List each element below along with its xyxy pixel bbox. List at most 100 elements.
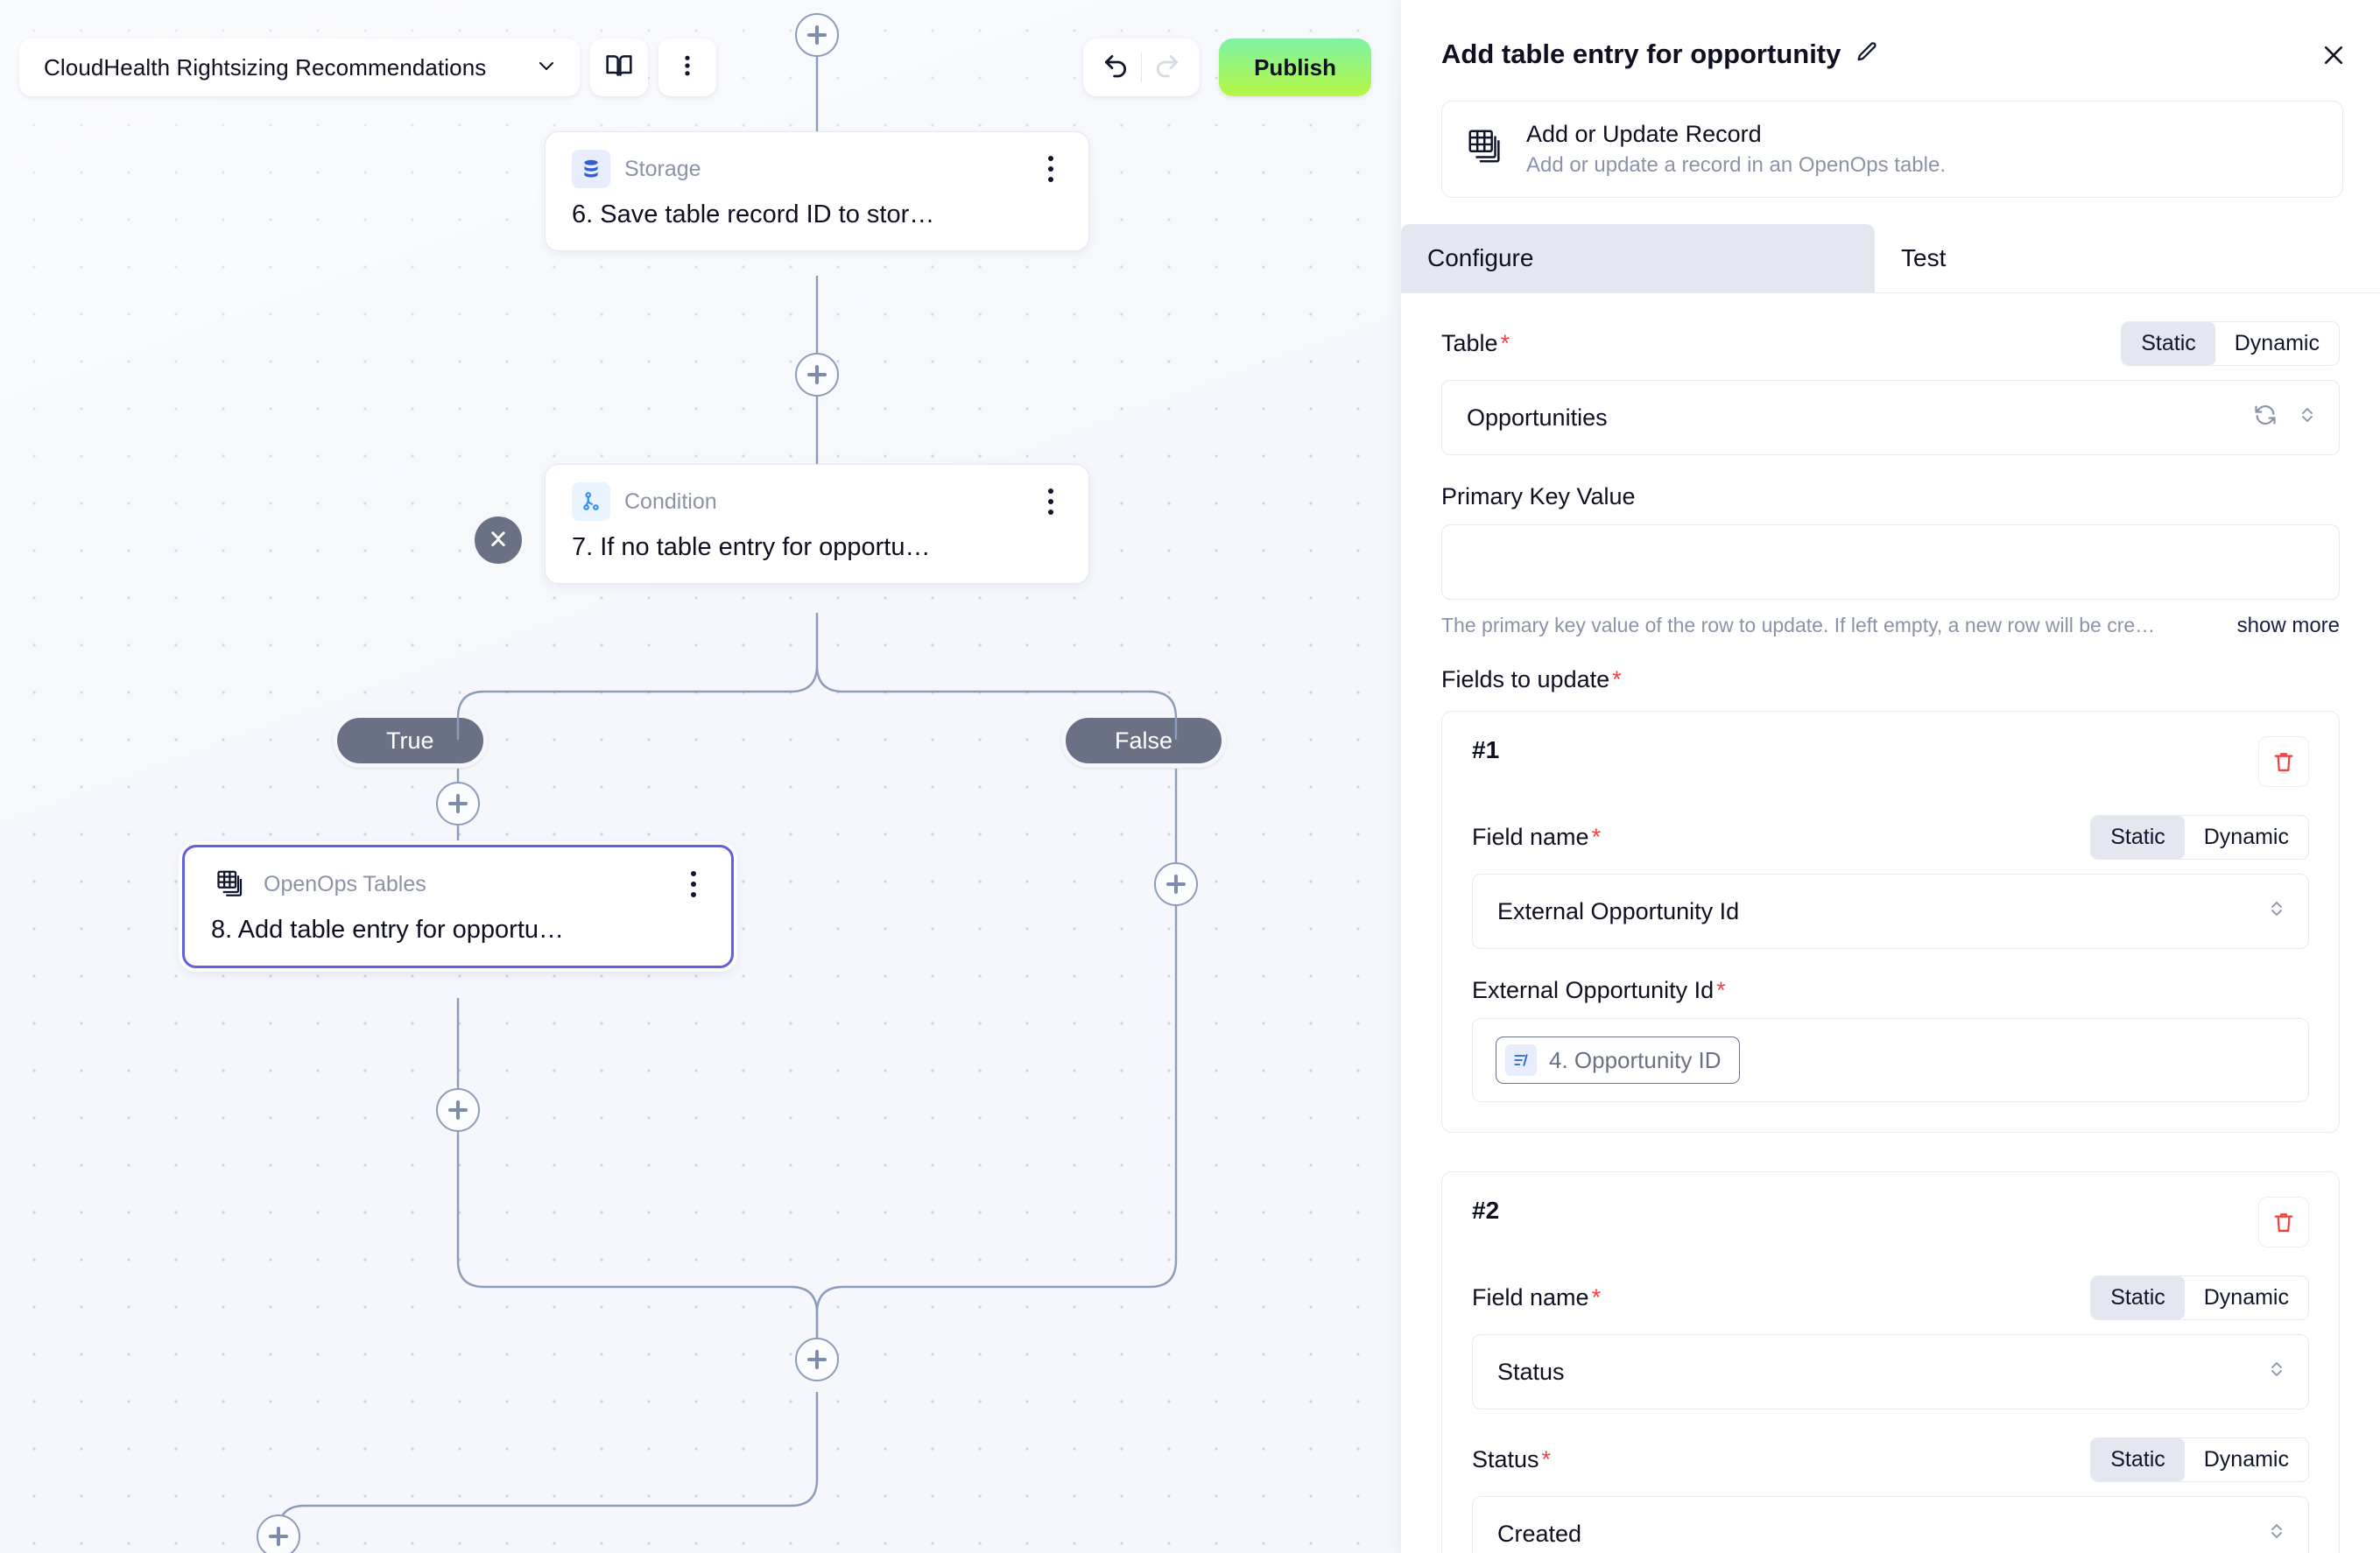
tab-configure[interactable]: Configure <box>1401 224 1875 292</box>
field-name-mode-static[interactable]: Static <box>2091 1276 2185 1319</box>
flow-node-storage[interactable]: Storage 6. Save table record ID to stor… <box>545 131 1089 251</box>
branch-label-true[interactable]: True <box>333 713 488 768</box>
pencil-icon[interactable] <box>1855 40 1879 69</box>
field-value-mode-dynamic[interactable]: Dynamic <box>2203 1447 2289 1472</box>
field-item-body: Field name* Static Dynamic External Oppo… <box>1472 815 2309 1102</box>
field-value-select[interactable]: Created <box>1472 1496 2309 1553</box>
canvas-toolbar-left: CloudHealth Rightsizing Recommendations <box>19 39 716 96</box>
field-item-card: #1 Field name* Static Dynamic Extern <box>1441 711 2340 1133</box>
panel-title-wrap: Add table entry for opportunity <box>1441 39 1879 70</box>
table-select[interactable]: Opportunities <box>1441 380 2340 455</box>
panel-body: Table* Static Dynamic Opportunities <box>1401 293 2380 1553</box>
primary-key-helper-text: The primary key value of the row to upda… <box>1441 614 2156 636</box>
collapse-branch-button[interactable] <box>475 516 522 564</box>
tab-test[interactable]: Test <box>1901 244 1947 271</box>
add-step-button[interactable] <box>1154 862 1198 906</box>
piece-name: Add or Update Record <box>1526 121 1762 147</box>
step-settings-panel: Add table entry for opportunity Add or <box>1401 0 2380 1553</box>
node-menu-button[interactable] <box>1036 156 1066 182</box>
field-name-select[interactable]: Status <box>1472 1334 2309 1409</box>
field-value-label: Status* <box>1472 1446 1552 1472</box>
fields-to-update-label: Fields to update* <box>1441 666 1622 692</box>
field-name-value: Status <box>1497 1358 1565 1385</box>
flow-node-openops-tables[interactable]: OpenOps Tables 8. Add table entry for op… <box>182 845 734 968</box>
table-mode-static[interactable]: Static <box>2122 322 2215 365</box>
node-menu-button[interactable] <box>1036 488 1066 515</box>
field-name-mode-dynamic[interactable]: Dynamic <box>2203 1285 2289 1310</box>
canvas-toolbar-right: Publish <box>1082 39 1371 96</box>
undo-button[interactable] <box>1090 39 1141 96</box>
table-select-value: Opportunities <box>1467 404 1608 431</box>
data-reference-token[interactable]: 4. Opportunity ID <box>1496 1037 1740 1084</box>
redo-icon <box>1153 52 1181 84</box>
chevron-updown-icon[interactable] <box>2266 898 2287 925</box>
branch-label-false[interactable]: False <box>1061 713 1227 768</box>
field-name-mode-toggle[interactable]: Static Dynamic <box>2090 1275 2309 1320</box>
add-step-button[interactable] <box>436 1088 480 1132</box>
primary-key-row: Primary Key Value <box>1441 483 2340 510</box>
panel-header: Add table entry for opportunity <box>1401 0 2380 76</box>
field-name-label: Field name* <box>1472 824 1602 850</box>
delete-field-button[interactable] <box>2258 736 2309 787</box>
table-mode-toggle[interactable]: Static Dynamic <box>2121 321 2340 366</box>
flow-name-selector[interactable]: CloudHealth Rightsizing Recommendations <box>19 39 580 96</box>
node-header: Condition <box>572 482 1066 521</box>
undo-redo-group <box>1082 39 1201 96</box>
primary-key-helper-row: The primary key value of the row to upda… <box>1441 614 2340 638</box>
node-title: 7. If no table entry for opportu… <box>572 533 931 561</box>
flow-more-menu-button[interactable] <box>658 39 716 96</box>
collapse-chevrons-icon <box>485 525 511 556</box>
primary-key-input[interactable] <box>1441 524 2340 600</box>
field-name-label: Field name* <box>1472 1284 1602 1311</box>
add-step-button[interactable] <box>795 353 839 397</box>
node-kind-label: Storage <box>624 156 701 181</box>
piece-description: Add or update a record in an OpenOps tab… <box>1526 153 1946 177</box>
undo-icon <box>1102 52 1130 84</box>
add-step-button[interactable] <box>795 13 839 57</box>
table-stack-icon <box>1465 127 1505 172</box>
redo-button[interactable] <box>1142 39 1193 96</box>
panel-title: Add table entry for opportunity <box>1441 39 1841 69</box>
field-value-row: External Opportunity Id* <box>1472 977 2309 1004</box>
table-select-adornments <box>2253 403 2318 433</box>
chevron-updown-icon[interactable] <box>2266 1359 2287 1386</box>
table-mode-dynamic[interactable]: Dynamic <box>2234 331 2320 355</box>
add-step-button[interactable] <box>795 1338 839 1381</box>
publish-button[interactable]: Publish <box>1219 39 1371 96</box>
field-value-mode-static[interactable]: Static <box>2091 1438 2185 1481</box>
field-value-row: Status* Static Dynamic <box>1472 1437 2309 1482</box>
field-item-card: #2 Field name* Static Dynamic Status <box>1441 1171 2340 1553</box>
node-header: OpenOps Tables <box>211 865 708 903</box>
chevron-updown-icon[interactable] <box>2297 404 2318 432</box>
node-menu-button[interactable] <box>679 871 708 897</box>
close-icon[interactable] <box>2317 39 2350 76</box>
add-step-button[interactable] <box>257 1514 300 1553</box>
field-item-number: #1 <box>1472 736 1500 763</box>
refresh-icon[interactable] <box>2253 403 2278 433</box>
field-name-value: External Opportunity Id <box>1497 897 1740 924</box>
field-name-mode-toggle[interactable]: Static Dynamic <box>2090 815 2309 860</box>
field-value-token-input[interactable]: 4. Opportunity ID <box>1472 1018 2309 1102</box>
field-name-row: Field name* Static Dynamic <box>1472 1275 2309 1320</box>
field-name-mode-static[interactable]: Static <box>2091 816 2185 859</box>
show-more-link[interactable]: show more <box>2236 614 2340 637</box>
flow-name-label: CloudHealth Rightsizing Recommendations <box>44 53 487 81</box>
field-item-number: #2 <box>1472 1197 1500 1224</box>
primary-key-label: Primary Key Value <box>1441 483 1636 509</box>
flow-canvas[interactable]: CloudHealth Rightsizing Recommendations <box>0 0 1401 1553</box>
book-icon <box>605 52 633 84</box>
variable-icon <box>1505 1044 1537 1076</box>
node-kind-label: OpenOps Tables <box>264 871 426 896</box>
flow-node-condition[interactable]: Condition 7. If no table entry for oppor… <box>545 464 1089 584</box>
node-title: 8. Add table entry for opportu… <box>211 916 565 944</box>
delete-field-button[interactable] <box>2258 1197 2309 1247</box>
kebab-menu-icon <box>674 53 701 83</box>
field-item-header: #1 <box>1472 736 2309 787</box>
add-step-button[interactable] <box>436 782 480 826</box>
docs-button[interactable] <box>590 39 648 96</box>
field-value-mode-toggle[interactable]: Static Dynamic <box>2090 1437 2309 1482</box>
chevron-updown-icon[interactable] <box>2266 1521 2287 1548</box>
field-value-value: Created <box>1497 1520 1582 1547</box>
field-name-select[interactable]: External Opportunity Id <box>1472 874 2309 949</box>
field-name-mode-dynamic[interactable]: Dynamic <box>2203 825 2289 849</box>
